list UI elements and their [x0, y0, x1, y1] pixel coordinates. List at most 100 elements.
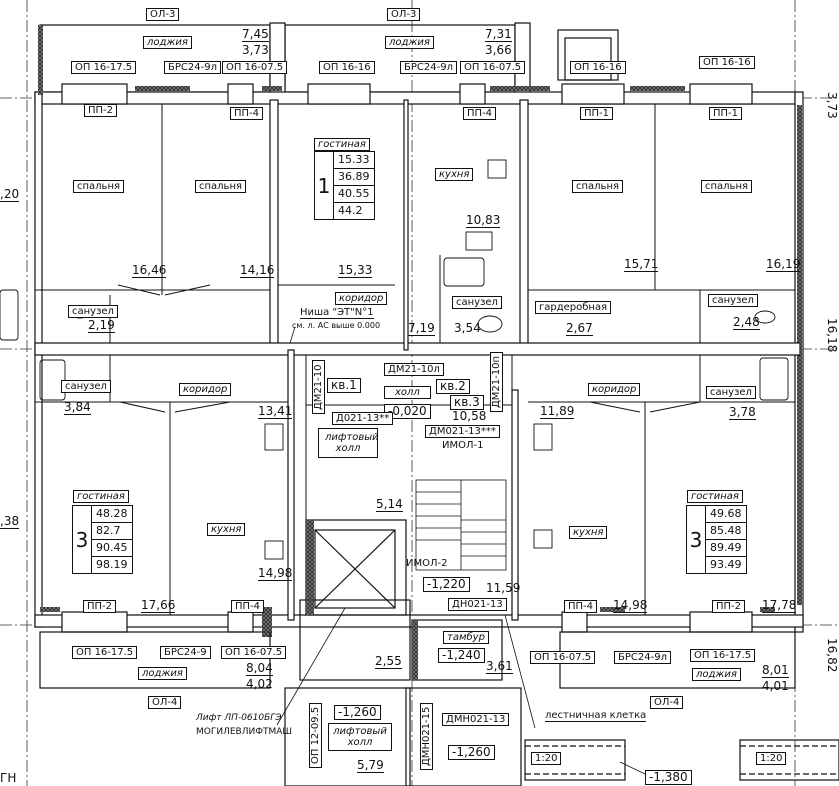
apartment-rooms: 3 [73, 506, 92, 573]
room-hall: холл [384, 386, 431, 399]
door-label: БРС24-9 [160, 646, 211, 659]
apartment-label: кв.3 [450, 395, 484, 410]
room-living: гостиная [73, 490, 129, 503]
room-bedroom: спальня [701, 180, 753, 193]
summary-value: 36.89 [334, 169, 374, 186]
sill-label: ПП-2 [83, 600, 117, 613]
summary-value: 82.7 [92, 523, 132, 540]
sill-label: ПП-4 [564, 600, 598, 613]
sill-label: ПП-4 [231, 600, 265, 613]
summary-value: 48.28 [92, 506, 132, 523]
area-value: 14,98 [613, 598, 648, 613]
room-living: гостиная [687, 490, 743, 503]
room-bedroom: спальня [572, 180, 624, 193]
room-corridor: коридор [588, 383, 641, 396]
sill-label: ПП-1 [709, 107, 743, 120]
window-label: ОП 16-16 [699, 56, 755, 69]
area-value: 2,67 [566, 321, 593, 336]
room-loggia: лоджия [138, 667, 187, 680]
door-label: ДМ21-10л [384, 363, 444, 376]
room-kitchen: кухня [207, 523, 246, 536]
label-imol2: ИМОЛ-2 [406, 558, 448, 569]
area-value: 10,58 [452, 409, 487, 423]
summary-value: 89.49 [706, 540, 746, 557]
room-corridor: коридор [335, 292, 388, 305]
window-label: ОП 16-07.5 [460, 61, 526, 74]
area-value: 14,98 [258, 566, 293, 581]
area-value: 3,78 [729, 405, 756, 420]
summary-value: 49.68 [706, 506, 746, 523]
window-label: ОП 16-17.5 [690, 649, 756, 662]
apartment-rooms: 1 [315, 152, 334, 219]
window-label: ОП 16-07.5 [530, 651, 596, 664]
area-value: 15,33 [338, 263, 373, 278]
area-value: 3,61 [486, 659, 513, 674]
window-label: ОП 16-07.5 [222, 61, 288, 74]
area-value: 7,45 [242, 27, 269, 42]
dimension: 3,73 [825, 92, 839, 119]
area-value: 16,46 [132, 263, 167, 278]
summary-value: 90.45 [92, 540, 132, 557]
room-bathroom: санузел [452, 296, 502, 309]
level-mark: -1,240 [438, 648, 485, 663]
area-value: 3,73 [242, 43, 269, 57]
door-label: ДМН021-15 [420, 702, 433, 770]
area-value: 4,02 [246, 677, 273, 691]
lift-model: Лифт ЛП-0610БГЭ [196, 713, 282, 723]
niche-note: см. л. АС выше 0.000 [292, 321, 381, 330]
summary-value: 98.19 [96, 558, 128, 571]
door-label: ДМН021-13 [442, 713, 510, 726]
door-label: ДМ21-10 [312, 360, 325, 414]
window-label: ОП 16-07.5 [221, 646, 287, 659]
area-value: 3,84 [64, 400, 91, 415]
area-value: 16,19 [766, 257, 801, 272]
level-mark: -1,380 [645, 770, 692, 785]
area-value: 17,66 [141, 598, 176, 613]
level-mark: -1,260 [334, 705, 381, 720]
room-loggia: лоджия [692, 668, 741, 681]
door-label: БРС24-9л [164, 61, 221, 74]
label-ol3-left: ОЛ-3 [146, 8, 180, 21]
door-label: БРС24-9л [400, 61, 457, 74]
label-ol4: ОЛ-4 [148, 696, 182, 709]
room-kitchen: кухня [569, 526, 608, 539]
area-value: 3,54 [454, 321, 481, 335]
room-bathroom: санузел [706, 386, 756, 399]
apartment-label: кв.2 [436, 379, 470, 394]
summary-value: 93.49 [710, 558, 742, 571]
area-value: 4,01 [762, 679, 789, 693]
room-loggia: лоджия [385, 36, 434, 49]
door-label: ДМ21-10п [490, 351, 503, 412]
room-corridor: коридор [179, 383, 232, 396]
door-label: ДМ021-13*** [425, 425, 500, 438]
dimension: 16,18 [825, 318, 839, 353]
door-label: Д021-13** [332, 412, 394, 425]
room-living: гостиная [314, 138, 370, 151]
area-value: 11,59 [486, 581, 521, 595]
slope-label: 1:20 [531, 752, 562, 765]
area-value: 2,55 [375, 654, 402, 669]
area-value: 2,48 [733, 315, 760, 330]
area-value: 15,71 [624, 257, 659, 272]
area-value: 11,89 [540, 404, 575, 419]
sill-label: ПП-2 [84, 104, 118, 117]
area-value: 17,78 [762, 598, 797, 613]
window-label: ОП 16-16 [570, 61, 626, 74]
room-bathroom: санузел [68, 305, 118, 318]
area-value: 3,66 [485, 43, 512, 57]
label-ol4: ОЛ-4 [650, 696, 684, 709]
window-label: ОП 16-17.5 [71, 61, 137, 74]
area-value: 8,01 [762, 663, 789, 678]
level-mark: -0,020 [384, 404, 431, 419]
summary-value: 85.48 [706, 523, 746, 540]
sill-label: ПП-2 [712, 600, 746, 613]
area-value: 8,04 [246, 661, 273, 676]
sill-label: ПП-4 [463, 107, 497, 120]
area-value: 7,19 [408, 321, 435, 336]
room-bedroom: спальня [195, 180, 247, 193]
summary-value: 40.55 [334, 186, 374, 203]
